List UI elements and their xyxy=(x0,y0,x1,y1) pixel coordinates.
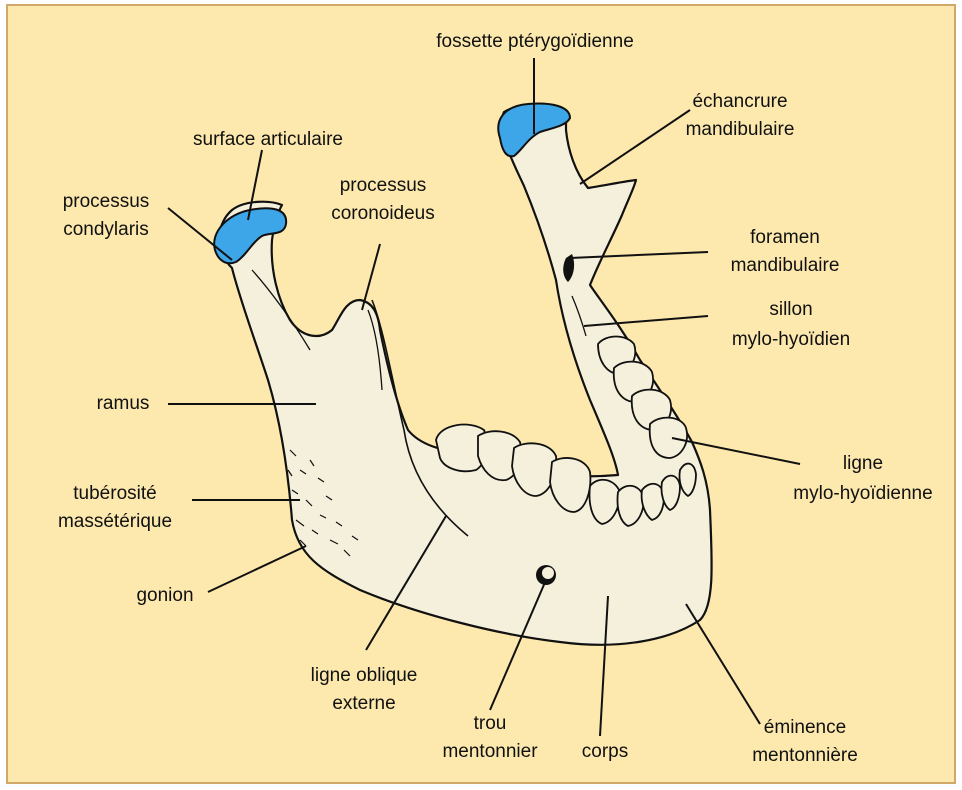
label-trou-line1: trou xyxy=(420,710,560,737)
label-ligne-mylo-line2: mylo-hyoïdienne xyxy=(788,480,938,507)
label-processus-coronoideus-line2: coronoideus xyxy=(308,200,458,227)
label-trou-line2: mentonnier xyxy=(420,738,560,765)
label-processus-condylaris-line2: condylaris xyxy=(36,216,176,243)
label-sillon-line2: mylo-hyoïdien xyxy=(706,326,876,353)
label-tuberosite-line1: tubérosité xyxy=(40,480,190,507)
label-gonion: gonion xyxy=(120,582,210,609)
label-echancrure-line2: mandibulaire xyxy=(660,116,820,143)
label-processus-coronoideus-line1: processus xyxy=(308,172,458,199)
label-corps: corps xyxy=(560,738,650,765)
label-tuberosite-line2: massétérique xyxy=(40,508,190,535)
label-ligne-mylo-line1: ligne xyxy=(788,450,938,477)
label-surface-articulaire: surface articulaire xyxy=(168,126,368,153)
label-processus-condylaris-line1: processus xyxy=(36,188,176,215)
label-eminence-line1: éminence xyxy=(720,714,890,741)
label-foramen-line2: mandibulaire xyxy=(700,252,870,279)
label-foramen-line1: foramen xyxy=(700,224,870,251)
label-ramus: ramus xyxy=(78,390,168,417)
label-echancrure-line1: échancrure xyxy=(660,88,820,115)
label-eminence-line2: mentonnière xyxy=(720,742,890,769)
label-ligne-oblique-line1: ligne oblique xyxy=(284,662,444,689)
label-fossette-pterygoidienne: fossette ptérygoïdienne xyxy=(400,28,670,55)
label-sillon-line1: sillon xyxy=(706,296,876,323)
